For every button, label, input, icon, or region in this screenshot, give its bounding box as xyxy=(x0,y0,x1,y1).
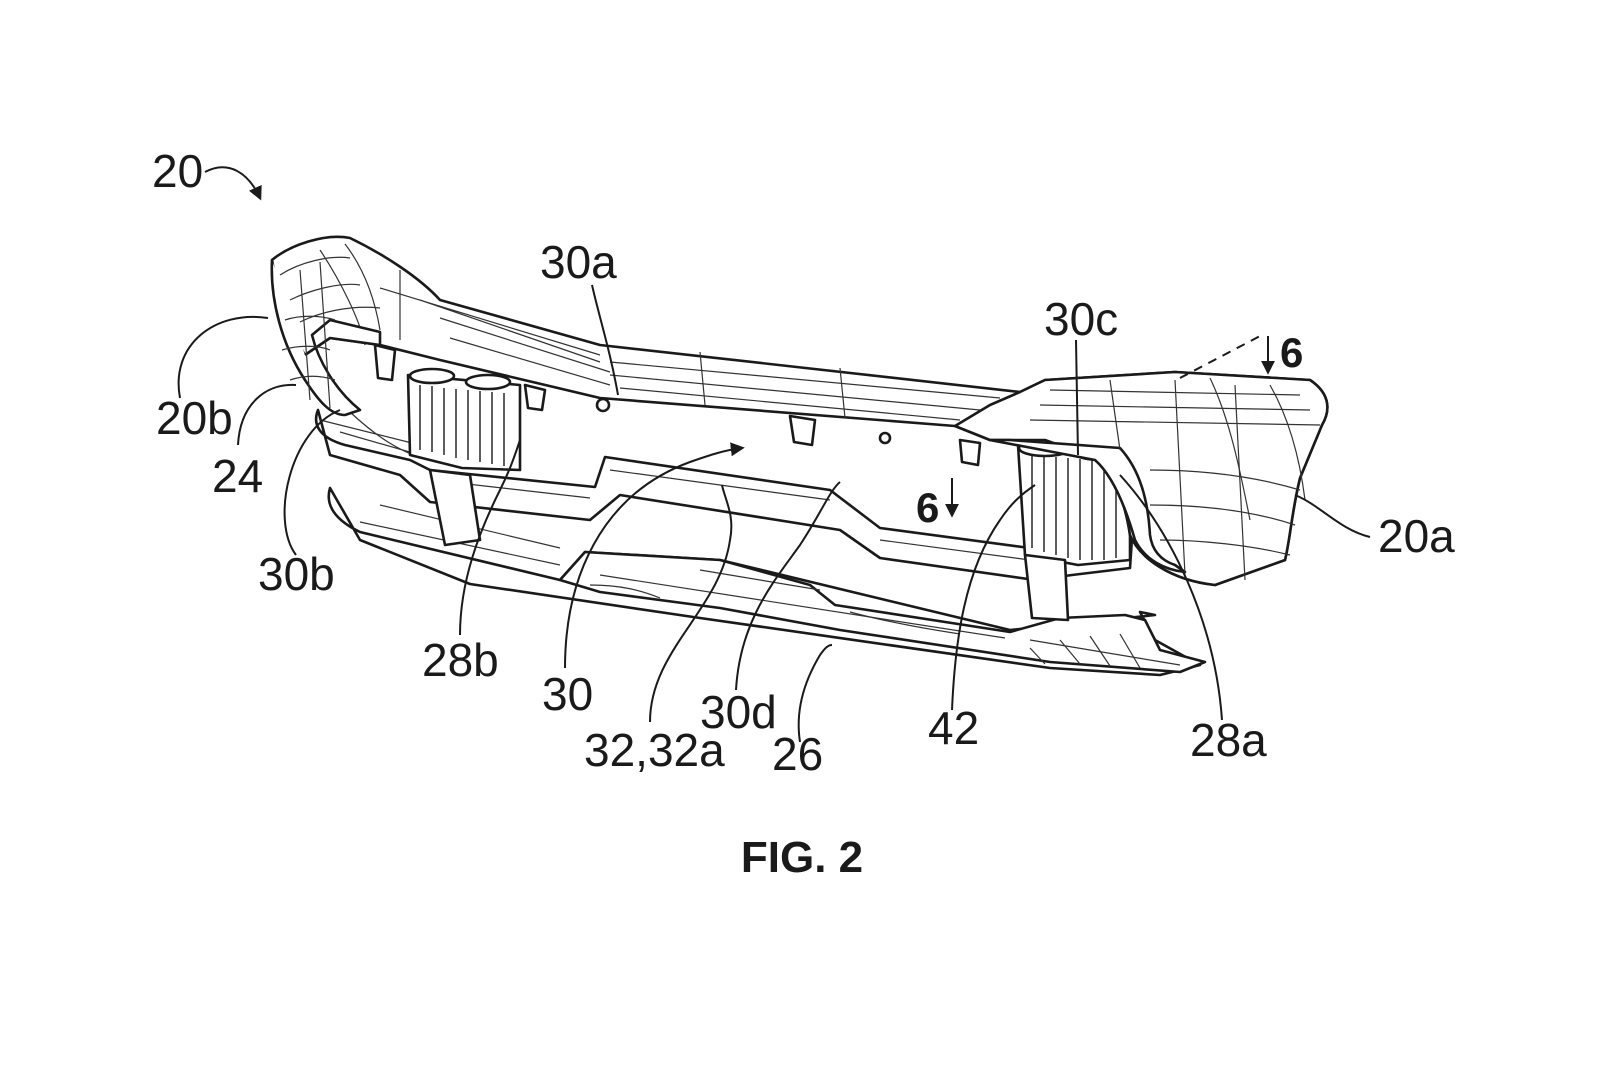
figure-caption: FIG. 2 xyxy=(741,833,863,882)
label-30d: 30d xyxy=(700,686,777,738)
bumper-assembly-drawing xyxy=(270,235,1329,677)
leader-20-arrow xyxy=(204,166,262,201)
label-20: 20 xyxy=(152,145,203,197)
leader-30-arrow xyxy=(564,442,745,669)
label-32-32a: 32,32a xyxy=(584,724,725,776)
leader-28b xyxy=(459,439,521,636)
left-bracket-28b xyxy=(406,367,522,547)
leader-30a xyxy=(591,284,619,396)
label-26: 26 xyxy=(772,728,823,780)
leader-30d xyxy=(735,481,841,691)
leader-20b xyxy=(177,315,269,399)
leader-42 xyxy=(951,484,1036,711)
label-30a: 30a xyxy=(540,236,617,288)
label-30c: 30c xyxy=(1044,293,1118,345)
label-42: 42 xyxy=(928,702,979,754)
leader-30b xyxy=(283,409,341,556)
reference-labels: 20 30a 30c 6 20b 24 6 20a 30b 28b 30 32,… xyxy=(152,145,1455,780)
label-24: 24 xyxy=(212,450,263,502)
leader-30c xyxy=(1075,339,1079,456)
label-20b: 20b xyxy=(156,392,233,444)
upper-beam xyxy=(270,235,1329,587)
label-section-6-mid: 6 xyxy=(916,484,939,531)
label-28a: 28a xyxy=(1190,714,1267,766)
label-30: 30 xyxy=(542,668,593,720)
label-30b: 30b xyxy=(258,548,335,600)
label-28b: 28b xyxy=(422,634,499,686)
section-line-6-top xyxy=(1179,334,1263,379)
label-section-6-top: 6 xyxy=(1280,329,1303,376)
leader-26 xyxy=(797,644,833,743)
leader-32 xyxy=(649,484,733,723)
leader-20a xyxy=(1294,494,1371,538)
leader-24 xyxy=(237,383,297,446)
leader-28a xyxy=(1119,474,1223,721)
leader-lines xyxy=(177,166,1371,743)
label-20a: 20a xyxy=(1378,510,1455,562)
